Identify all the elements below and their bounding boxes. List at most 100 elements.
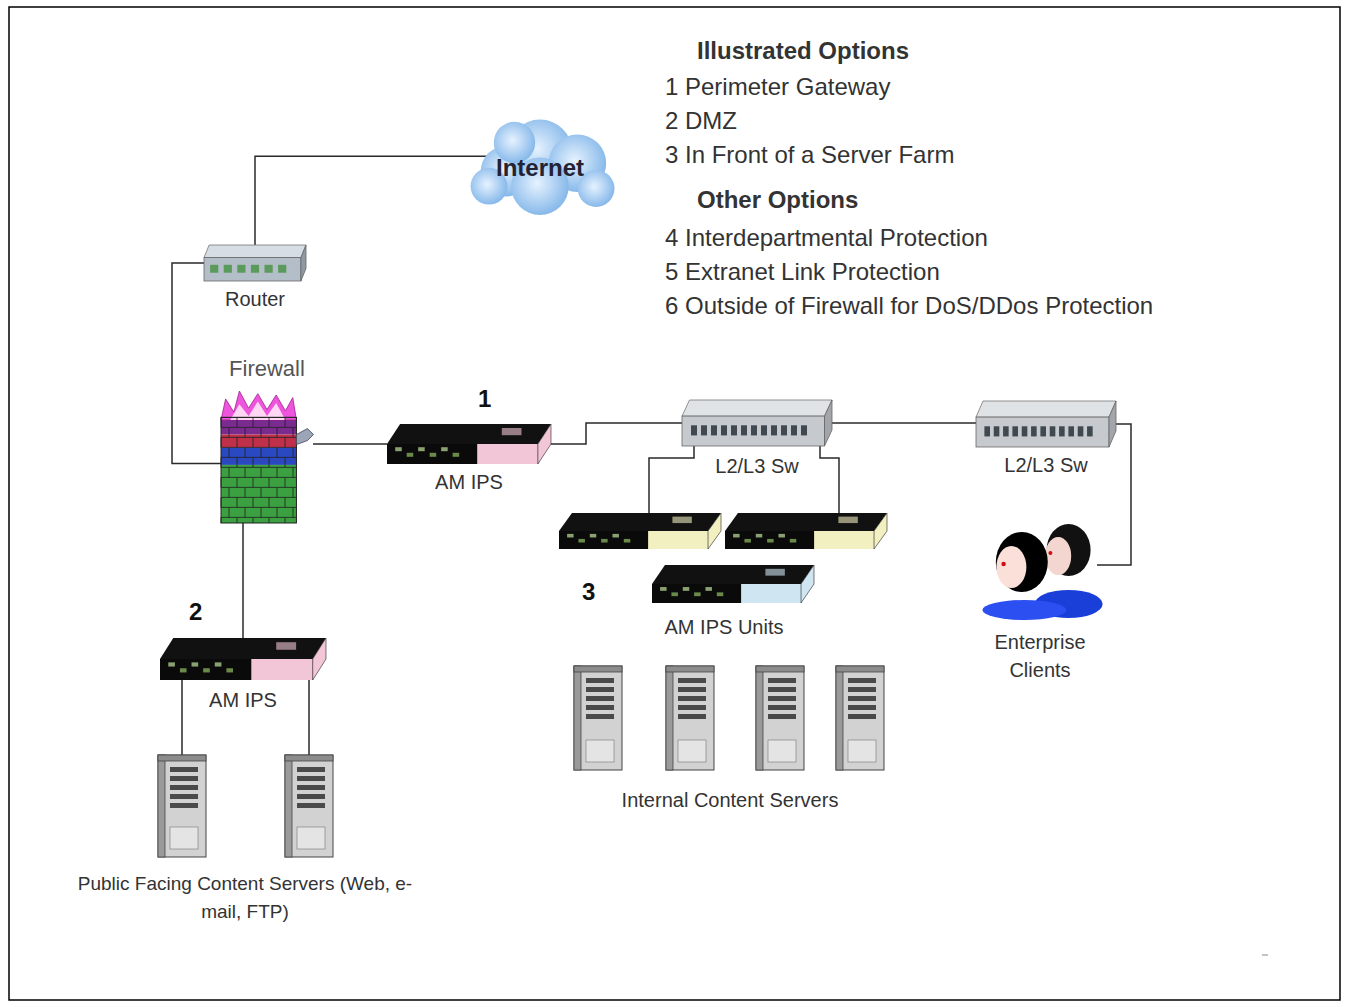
server-tower	[158, 755, 206, 857]
brick-joint	[237, 417, 238, 427]
tower-cap	[756, 666, 804, 672]
ips-device: AM IPS	[383, 424, 555, 496]
hair	[996, 532, 1048, 592]
server-group: Public Facing Content Servers (Web, e-ma…	[71, 755, 419, 926]
ips-speck	[790, 539, 796, 543]
switch-top	[204, 245, 306, 258]
port	[741, 425, 747, 435]
ips-speck	[215, 662, 222, 666]
tower-body	[285, 755, 333, 857]
brick-joint	[229, 487, 230, 497]
ips-side	[538, 424, 551, 464]
port	[1087, 426, 1093, 436]
brick-joint	[245, 467, 246, 477]
drive-slot	[768, 687, 796, 692]
drive-slot	[297, 803, 325, 808]
network-link	[313, 443, 387, 445]
port	[278, 265, 286, 273]
server-tower	[756, 666, 804, 770]
node-label: AM IPS Units	[665, 613, 784, 641]
brick-joint	[293, 507, 294, 517]
ips-front	[387, 444, 538, 464]
brick-joint	[253, 417, 254, 427]
port	[1078, 426, 1084, 436]
brick-joint	[277, 427, 278, 437]
border	[9, 7, 1340, 1000]
ips-front	[559, 531, 708, 549]
port	[691, 425, 697, 435]
ips-speck	[705, 587, 711, 591]
shoulders	[982, 600, 1066, 620]
drive-slot	[768, 678, 796, 683]
ips-top-patch	[502, 428, 522, 435]
ips-speck	[192, 662, 199, 666]
switch-side	[301, 245, 306, 281]
switch-front	[682, 416, 825, 446]
network-link	[255, 156, 489, 245]
ips-top	[160, 638, 326, 659]
brick-joint	[269, 457, 270, 467]
drive-slot	[848, 705, 876, 710]
ips-side	[801, 565, 814, 603]
callout-number: 2	[189, 598, 202, 626]
port	[731, 425, 737, 435]
drive-slot	[297, 794, 325, 799]
wrench	[296, 429, 313, 445]
node-label: Public Facing Content Servers (Web, e-ma…	[75, 870, 415, 926]
brick-joint	[269, 497, 270, 507]
callout-number: 1	[478, 385, 491, 413]
switch-icon	[976, 401, 1116, 447]
drive-slot	[848, 687, 876, 692]
ips-panel	[741, 584, 801, 603]
drive-slot	[768, 696, 796, 701]
tower-side	[756, 666, 763, 770]
drive-slot	[848, 696, 876, 701]
drive-slot	[297, 776, 325, 781]
wall-band	[221, 465, 296, 523]
brick-joint	[237, 477, 238, 487]
brick-joint	[229, 467, 230, 477]
brick-joint	[285, 437, 286, 447]
port	[721, 425, 727, 435]
tower-body	[574, 666, 622, 770]
ips-speck	[395, 447, 402, 451]
router-icon	[204, 245, 306, 281]
cloud-shape: Internet	[451, 108, 629, 223]
server-tower	[666, 666, 714, 770]
ips-unit	[387, 424, 551, 464]
brick-joint	[285, 417, 286, 427]
brick-joint	[237, 437, 238, 447]
ips-speck	[767, 539, 773, 543]
port	[1022, 426, 1028, 436]
option-item: 2 DMZ	[665, 107, 737, 135]
ips-speck	[671, 592, 677, 596]
port	[1059, 426, 1065, 436]
drive-slot	[678, 678, 706, 683]
eye	[1001, 562, 1005, 566]
ips-side	[313, 638, 326, 680]
face	[996, 546, 1026, 588]
port	[1050, 426, 1056, 436]
wall-outline	[221, 417, 296, 523]
tower-base	[297, 827, 325, 849]
eye	[1048, 551, 1052, 555]
ips-top	[725, 513, 887, 531]
drive-slot	[170, 767, 198, 772]
port	[711, 425, 717, 435]
tower-side	[158, 755, 165, 857]
ips-speck	[624, 539, 630, 543]
switch-front	[204, 258, 301, 281]
node-label: Internet	[496, 154, 584, 182]
network-link	[242, 523, 244, 638]
port	[1068, 426, 1074, 436]
ips-speck	[717, 592, 723, 596]
tower-side	[666, 666, 673, 770]
node-label: Internal Content Servers	[622, 786, 839, 814]
brick-joint	[237, 457, 238, 467]
tower-body	[666, 666, 714, 770]
servers4-icon	[570, 666, 890, 772]
ips-unit	[652, 565, 814, 603]
brick-joint	[277, 507, 278, 517]
server-tower	[574, 666, 622, 770]
units-icon	[559, 513, 889, 605]
